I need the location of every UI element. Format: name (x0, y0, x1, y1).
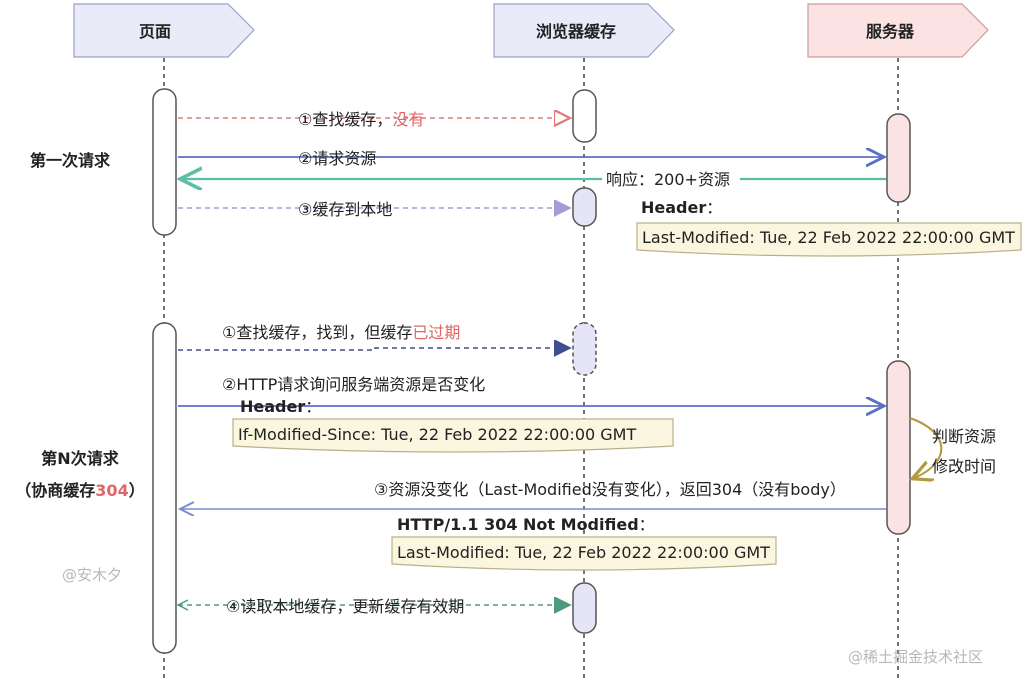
nth-header-value: If-Modified-Since: Tue, 22 Feb 2022 22:0… (238, 425, 636, 444)
nth-response-value: Last-Modified: Tue, 22 Feb 2022 22:00:00… (397, 543, 770, 562)
msg-first-cache-local: ③缓存到本地 (298, 200, 392, 219)
msg-nth-read-cache: ④读取本地缓存，更新缓存有效期 (226, 597, 464, 616)
server-self-check-arrow (910, 417, 943, 478)
nth-header-note (232, 418, 674, 453)
msg-nth-lookup-cache: ①查找缓存，找到，但缓存已过期 (222, 323, 460, 342)
arrow-nth-lookup-cache (178, 348, 570, 350)
phase-first-label: 第一次请求 (30, 151, 111, 170)
msg-first-response: 响应：200+资源 (606, 170, 730, 189)
msg-first-response-bg (602, 168, 740, 188)
first-header-value: Last-Modified: Tue, 22 Feb 2022 22:00:00… (642, 228, 1015, 247)
activation-cache-first-b (572, 187, 597, 227)
nth-response-note (391, 536, 777, 571)
participant-page-label: 页面 (139, 22, 171, 41)
phase-nth-label: 第N次请求 (41, 449, 119, 468)
server-note-line1: 判断资源 (932, 427, 996, 446)
msg-nth-http-request: ②HTTP请求询问服务端资源是否变化 (222, 375, 485, 394)
participant-browser-cache: 浏览器缓存 (493, 3, 675, 58)
activation-page-first (152, 88, 177, 236)
participant-cache-label: 浏览器缓存 (536, 22, 616, 41)
activation-cache-first-a (572, 89, 597, 143)
activation-server-first (886, 113, 911, 203)
participant-server-label: 服务器 (866, 22, 915, 41)
arrow-nth-read-cache-back (176, 599, 189, 611)
participant-page: 页面 (73, 3, 255, 58)
phase-nth-sublabel: （协商缓存304） (15, 481, 144, 500)
server-note-line2: 修改时间 (932, 457, 996, 476)
watermark-site: @稀土掘金技术社区 (848, 648, 983, 666)
watermark-author: @安木夕 (62, 566, 122, 584)
activation-server-nth (886, 360, 911, 535)
nth-response-title: HTTP/1.1 304 Not Modified： (397, 515, 655, 534)
first-header-title: Header： (641, 198, 722, 217)
msg-nth-304-response: ③资源没变化（Last-Modified没有变化），返回304（没有body） (374, 480, 846, 499)
first-header-note (636, 222, 1022, 257)
activation-page-nth (152, 322, 177, 654)
msg-first-request-resource: ②请求资源 (298, 149, 376, 168)
participant-server: 服务器 (807, 3, 989, 58)
activation-cache-expired (572, 322, 597, 376)
activation-cache-nth (572, 582, 597, 634)
nth-header-title: Header： (240, 397, 321, 416)
msg-first-lookup-cache: ①查找缓存，没有 (298, 110, 424, 129)
